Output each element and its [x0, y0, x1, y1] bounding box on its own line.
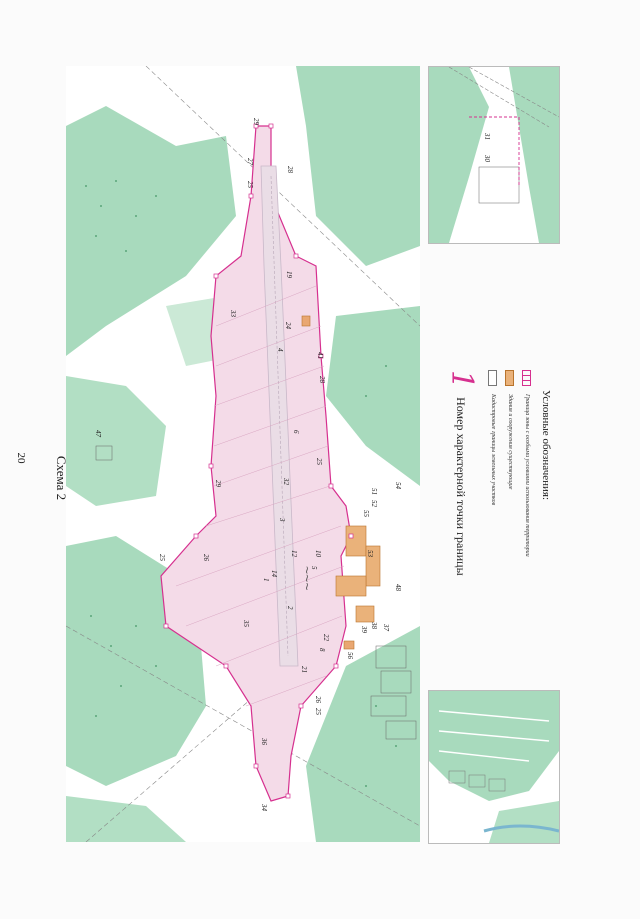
legend-swatch-buildings: [505, 370, 515, 386]
forest-area: [326, 306, 420, 486]
main-map-canvas: 29 27 28 25 19 33 24 4 41 28 6 25 32 3 2…: [66, 66, 420, 842]
map-label: 25: [315, 458, 323, 466]
legend-marker-label: Номер характерной точки границы: [454, 397, 469, 576]
forest-area: [296, 66, 420, 266]
settlement-name: ~~~: [299, 566, 315, 591]
legend-item: Кадастровые границы земельных участков: [486, 370, 500, 660]
map-label: 35: [242, 619, 250, 628]
map-label: 26: [314, 696, 322, 704]
legend-swatch-cadastral: [488, 370, 498, 386]
map-label: 14: [270, 570, 278, 578]
map-label: 31: [483, 132, 491, 140]
legend-item: Граница зоны с особыми условиями использ…: [520, 370, 534, 660]
forest-area: [306, 626, 420, 842]
map-label: 5: [310, 566, 318, 570]
inset-map-top[interactable]: 30 31: [428, 66, 560, 244]
map-label: 8: [318, 648, 326, 652]
map-label: 29: [214, 480, 222, 488]
map-label: 27: [246, 158, 254, 166]
legend-marker-symbol: 1: [444, 370, 479, 390]
legend: Условные обозначения: Граница зоны с осо…: [432, 370, 552, 660]
forest-area: [66, 796, 186, 842]
inset-top-canvas: 30 31: [429, 67, 559, 243]
map-label: 33: [229, 309, 237, 318]
map-label: 24: [284, 322, 292, 330]
map-label: 26: [202, 554, 210, 562]
forest-area: [429, 67, 489, 243]
map-label: 54: [394, 482, 402, 490]
map-label: 34: [260, 803, 268, 812]
map-label: 51: [370, 488, 378, 495]
map-label: 10: [314, 550, 322, 558]
map-label: 37: [382, 623, 390, 632]
legend-title: Условные обозначения:: [540, 390, 552, 501]
forest-area: [489, 801, 559, 843]
map-label: 22: [322, 634, 330, 642]
map-label: 30: [483, 154, 491, 163]
map-label: 56: [346, 652, 354, 660]
forest-area: [66, 106, 236, 356]
settlement-buildings: [301, 315, 381, 650]
map-label: 47: [94, 430, 102, 438]
map-label: 19: [285, 271, 293, 279]
map-label: 41: [316, 352, 324, 359]
main-map[interactable]: 29 27 28 25 19 33 24 4 41 28 6 25 32 3 2…: [66, 66, 420, 842]
map-label: 6: [292, 430, 300, 434]
map-label: 28: [286, 166, 294, 174]
map-label: 36: [260, 737, 268, 746]
forest-area: [66, 376, 166, 506]
map-label: 25: [158, 554, 166, 562]
map-label: 1: [262, 578, 270, 582]
map-label: 12: [290, 550, 298, 558]
map-label: 48: [394, 584, 402, 592]
legend-item-label: Здания и сооружения существующие: [507, 394, 513, 490]
legend-marker: 1 Номер характерной точки границы: [444, 370, 479, 660]
map-label: 55: [362, 510, 370, 518]
map-label: 28: [318, 376, 326, 384]
forest-area: [509, 67, 559, 243]
map-label: 32: [282, 477, 290, 486]
map-label: 29: [252, 118, 260, 126]
map-label: 39: [360, 625, 368, 634]
map-label: 2: [286, 606, 294, 610]
map-label: 38: [370, 621, 378, 630]
map-label: 3: [278, 517, 286, 522]
inset-map-bottom[interactable]: [428, 690, 560, 844]
legend-swatch-boundary: [522, 370, 532, 386]
map-label: 4: [276, 348, 284, 352]
legend-item: Здания и сооружения существующие: [503, 370, 517, 660]
legend-item-label: Кадастровые границы земельных участков: [490, 394, 496, 506]
page-number: 20: [15, 452, 27, 464]
legend-item-label: Граница зоны с особыми условиями использ…: [524, 394, 530, 557]
map-label: 21: [300, 666, 308, 673]
map-label: 25: [314, 708, 322, 716]
map-label: 52: [370, 500, 378, 508]
map-label: 53: [366, 550, 374, 558]
inset-bottom-canvas: [429, 691, 559, 843]
map-label: 25: [246, 181, 254, 189]
